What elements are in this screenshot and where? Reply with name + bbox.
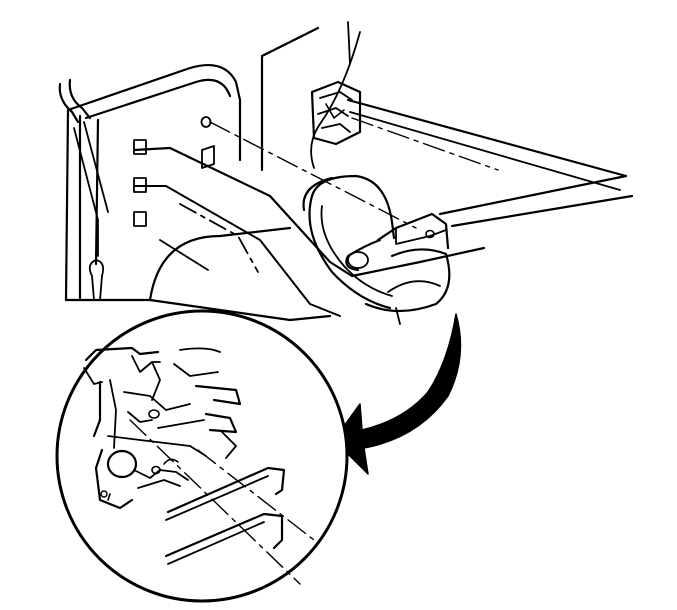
grommet-ring — [302, 174, 396, 310]
harness-wire-upper — [310, 31, 361, 169]
harness-wire-main — [132, 146, 486, 278]
keyhole-slot — [88, 259, 105, 301]
detail-rod-upper — [166, 466, 286, 514]
detail-hole — [106, 449, 138, 479]
retainer-bracket — [345, 212, 451, 325]
connector-clip — [310, 80, 362, 146]
lower-panel — [64, 226, 292, 302]
detail-view — [55, 309, 349, 603]
detail-arrow — [333, 313, 462, 475]
harness-tail-left — [58, 82, 80, 124]
alignment-line — [209, 121, 417, 229]
main-assembly — [58, 21, 634, 325]
rear-panel — [66, 64, 242, 162]
mounting-hole — [200, 116, 212, 128]
bracket-hole — [425, 229, 435, 239]
panel-slot — [133, 211, 147, 227]
rod-upper — [346, 98, 628, 178]
panel-slot — [133, 139, 147, 155]
detail-circle — [55, 309, 349, 603]
